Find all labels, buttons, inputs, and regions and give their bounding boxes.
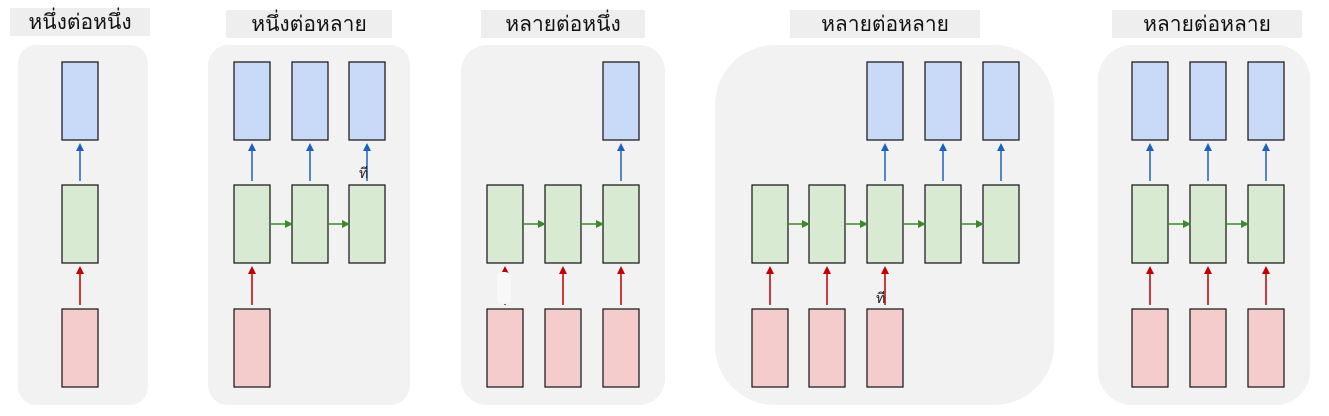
hidden-cell — [866, 184, 904, 264]
input-cell — [1247, 308, 1285, 388]
output-cell — [602, 61, 640, 141]
title-one-to-one: หนึ่งต่อหนึ่ง — [10, 8, 150, 36]
hidden-cell — [1247, 184, 1285, 264]
input-cell — [544, 308, 582, 388]
output-cell — [1189, 61, 1227, 141]
input-cell — [602, 308, 640, 388]
annotation-label: ที — [359, 166, 368, 182]
output-cell — [1247, 61, 1285, 141]
title-many-to-one: หลายต่อหนึ่ง — [481, 10, 645, 38]
output-cell — [866, 61, 904, 141]
hidden-cell — [348, 184, 386, 264]
input-cell — [1189, 308, 1227, 388]
hidden-cell — [1189, 184, 1227, 264]
title-many-to-many-synced: หลายต่อหลาย — [1112, 10, 1302, 38]
hidden-cell — [233, 184, 271, 264]
output-cell — [61, 61, 99, 141]
input-cell — [866, 308, 904, 388]
output-cell — [1131, 61, 1169, 141]
output-cell — [233, 61, 271, 141]
input-cell — [808, 308, 846, 388]
title-one-to-many: หนึ่งต่อหลาย — [226, 10, 392, 38]
hidden-cell — [291, 184, 329, 264]
output-cell — [982, 61, 1020, 141]
hidden-cell — [808, 184, 846, 264]
input-cell — [1131, 308, 1169, 388]
hidden-cell — [751, 184, 789, 264]
output-cell — [924, 61, 962, 141]
input-cell — [61, 308, 99, 388]
title-many-to-many-delayed: หลายต่อหลาย — [790, 10, 980, 38]
output-cell — [348, 61, 386, 141]
input-cell — [486, 308, 524, 388]
hidden-cell — [982, 184, 1020, 264]
hidden-cell — [544, 184, 582, 264]
hidden-cell — [1131, 184, 1169, 264]
hidden-cell — [602, 184, 640, 264]
input-cell — [751, 308, 789, 388]
occluding-patch — [497, 272, 511, 304]
annotation-label: ที — [876, 291, 885, 307]
hidden-cell — [486, 184, 524, 264]
hidden-cell — [61, 184, 99, 264]
input-cell — [233, 308, 271, 388]
hidden-cell — [924, 184, 962, 264]
output-cell — [291, 61, 329, 141]
